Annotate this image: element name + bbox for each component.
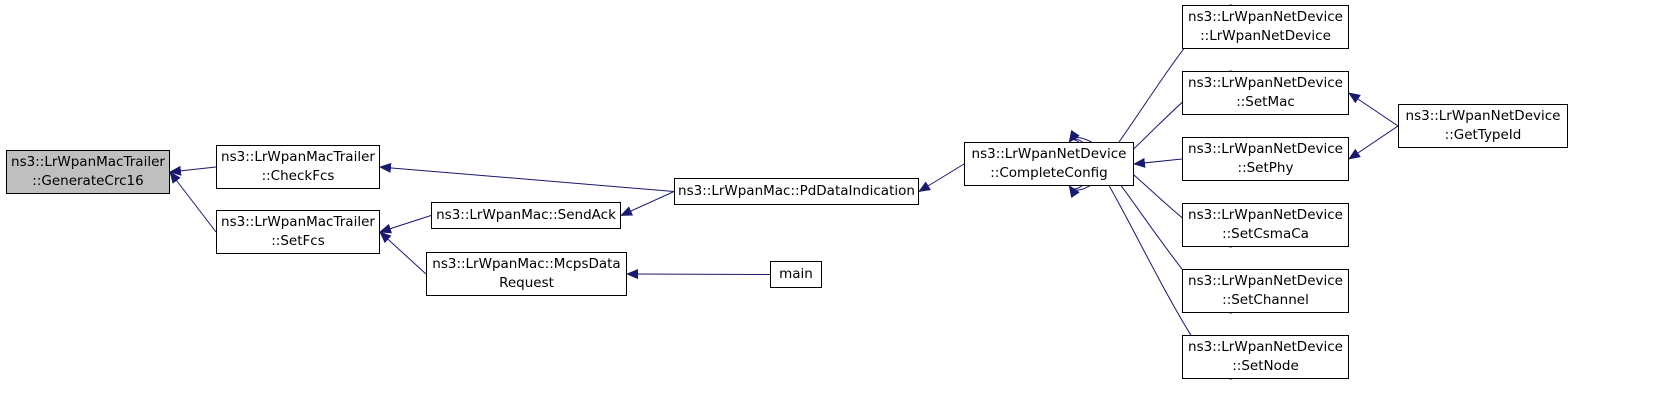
call-edge-sendack-to-setfcs [379,215,432,234]
node-setchannel[interactable]: ns3::LrWpanNetDevice::SetChannel [1182,269,1349,313]
node-label-line: ns3::LrWpanNetDevice [971,146,1127,162]
call-edge-pddata-to-sendack [620,191,675,216]
call-edge-setfcs-to-gencrc [169,171,217,233]
node-label-line: Request [499,275,554,291]
node-label-line: ::SetNode [1232,358,1299,374]
node-gencrc: ns3::LrWpanMacTrailer::GenerateCrc16 [6,150,170,194]
node-label-line: ns3::LrWpanNetDevice [1405,108,1561,124]
node-label-line: main [779,266,813,282]
call-edge-complete-to-pddata [918,163,965,193]
node-label-line: ::LrWpanNetDevice [1200,28,1331,44]
node-sendack[interactable]: ns3::LrWpanMac::SendAck [431,202,621,229]
node-label-line: ns3::LrWpanMac::PdDataIndication [678,183,915,199]
node-setcsma[interactable]: ns3::LrWpanNetDevice::SetCsmaCa [1182,203,1349,247]
call-edge-setphy-to-complete [1133,157,1183,168]
call-edge-checkfcs-to-gencrc [169,165,217,176]
node-label-line: ns3::LrWpanMac::McpsData [432,256,621,272]
node-label-line: ns3::LrWpanNetDevice [1188,9,1343,25]
node-label-line: ns3::LrWpanNetDevice [1188,141,1343,157]
node-setphy[interactable]: ns3::LrWpanNetDevice::SetPhy [1182,137,1349,181]
node-label-line: ns3::LrWpanNetDevice [1188,207,1343,223]
node-label-line: ::SetCsmaCa [1222,226,1309,242]
node-ctor[interactable]: ns3::LrWpanNetDevice::LrWpanNetDevice [1182,5,1349,49]
node-setmac[interactable]: ns3::LrWpanNetDevice::SetMac [1182,71,1349,115]
node-gettype[interactable]: ns3::LrWpanNetDevice::GetTypeId [1398,104,1568,148]
node-setnode[interactable]: ns3::LrWpanNetDevice::SetNode [1182,335,1349,379]
node-label-line: ::SetMac [1236,94,1295,110]
node-label-line: ::SetChannel [1222,292,1309,308]
node-label-line: ns3::LrWpanMac::SendAck [436,207,616,223]
call-edge-gettype-to-setphy [1348,125,1399,160]
node-main[interactable]: main [770,261,822,288]
node-label-line: ::GenerateCrc16 [32,173,144,189]
node-label-line: ::SetPhy [1237,160,1294,176]
call-edge-gettype-to-setmac [1348,92,1399,127]
call-edge-main-to-mcps [626,269,771,280]
node-pddata[interactable]: ns3::LrWpanMac::PdDataIndication [674,178,919,205]
call-edge-pddata-to-checkfcs [379,162,675,192]
node-complete[interactable]: ns3::LrWpanNetDevice::CompleteConfig [964,142,1134,186]
node-label-line: ns3::LrWpanMacTrailer [221,149,375,165]
node-label-line: ::SetFcs [271,233,325,249]
node-label-line: ::CheckFcs [261,168,335,184]
node-label-line: ns3::LrWpanMacTrailer [221,214,375,230]
node-label-line: ns3::LrWpanMacTrailer [11,154,165,170]
node-label-line: ns3::LrWpanNetDevice [1188,339,1343,355]
node-label-line: ns3::LrWpanNetDevice [1188,273,1343,289]
node-label-line: ns3::LrWpanNetDevice [1188,75,1343,91]
node-label-line: ::GetTypeId [1444,127,1522,143]
node-setfcs[interactable]: ns3::LrWpanMacTrailer::SetFcs [216,210,380,254]
call-edge-mcps-to-setfcs [379,231,427,275]
node-label-line: ::CompleteConfig [990,165,1108,181]
node-checkfcs[interactable]: ns3::LrWpanMacTrailer::CheckFcs [216,145,380,189]
